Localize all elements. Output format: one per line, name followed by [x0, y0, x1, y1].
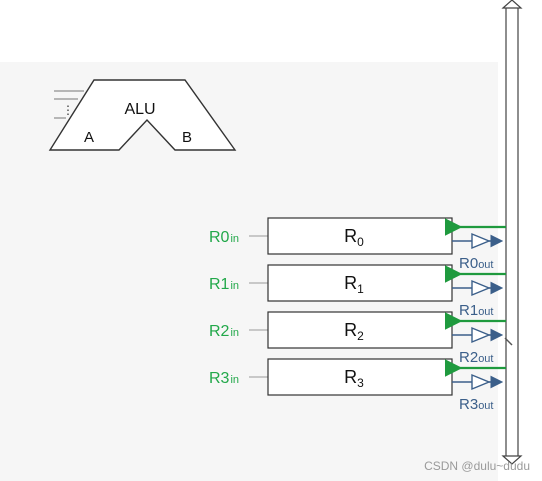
register-name-index: 0	[357, 235, 364, 249]
register-out-label: R0out	[459, 255, 493, 272]
register-box	[267, 358, 453, 396]
register-in-label: R1in	[209, 276, 239, 293]
register-out-name: R0	[459, 255, 478, 272]
register-out-suffix: out	[478, 306, 493, 318]
alu-ellipsis: ⋮	[62, 103, 74, 117]
bus-cursor-mark	[504, 337, 513, 346]
register-name: R3	[344, 367, 364, 390]
register-out-label: R1out	[459, 302, 493, 319]
register-out-suffix: out	[478, 353, 493, 365]
output-buffer-icon	[471, 232, 491, 250]
register-out-label: R3out	[459, 396, 493, 413]
output-buffer-icon	[471, 279, 491, 297]
register-in-suffix: in	[230, 280, 239, 292]
register-name-letter: R	[344, 367, 357, 387]
background-right	[498, 0, 542, 481]
register-box	[267, 217, 453, 255]
register-box	[267, 264, 453, 302]
register-name: R0	[344, 226, 364, 249]
register-out-name: R1	[459, 302, 478, 319]
register-in-name: R3	[209, 370, 230, 387]
register-in-name: R1	[209, 276, 230, 293]
register-name-letter: R	[344, 226, 357, 246]
register-name-letter: R	[344, 273, 357, 293]
register-name-index: 2	[357, 329, 364, 343]
bus-bar	[505, 5, 519, 459]
register-in-name: R0	[209, 229, 230, 246]
register-out-suffix: out	[478, 259, 493, 271]
register-in-suffix: in	[230, 327, 239, 339]
bus-arrow-bottom	[501, 455, 523, 465]
register-name-letter: R	[344, 320, 357, 340]
output-buffer-icon	[471, 326, 491, 344]
alu-block: ⋮ ALU A B	[48, 79, 237, 151]
system-bus	[501, 0, 523, 465]
bus-arrow-top	[501, 0, 523, 9]
alu-input-a: A	[84, 129, 94, 146]
register-name: R1	[344, 273, 364, 296]
output-buffer-icon	[471, 373, 491, 391]
register-out-label: R2out	[459, 349, 493, 366]
register-in-suffix: in	[230, 374, 239, 386]
alu-shape	[48, 79, 237, 151]
register-in-label: R3in	[209, 370, 239, 387]
register-name: R2	[344, 320, 364, 343]
watermark: CSDN @dulu~dudu	[424, 459, 530, 473]
register-in-label: R2in	[209, 323, 239, 340]
register-out-name: R2	[459, 349, 478, 366]
register-box	[267, 311, 453, 349]
alu-input-b: B	[182, 129, 192, 146]
register-in-suffix: in	[230, 233, 239, 245]
register-name-index: 1	[357, 282, 364, 296]
register-out-suffix: out	[478, 400, 493, 412]
background-top	[0, 0, 486, 62]
register-in-name: R2	[209, 323, 230, 340]
register-name-index: 3	[357, 376, 364, 390]
alu-label: ALU	[124, 101, 155, 118]
register-in-label: R0in	[209, 229, 239, 246]
register-out-name: R3	[459, 396, 478, 413]
